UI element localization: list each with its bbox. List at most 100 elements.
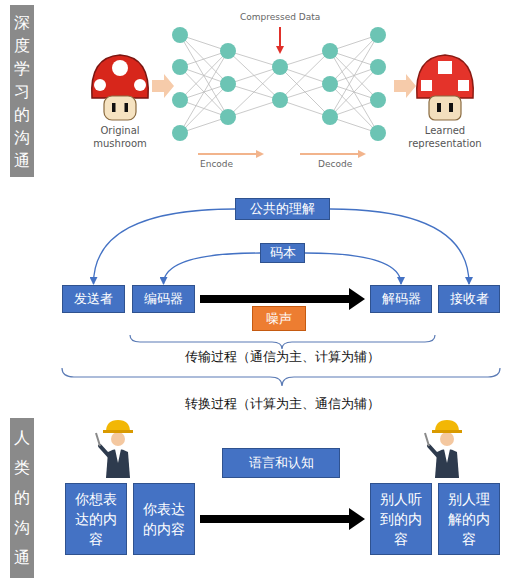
process-box: 语言和认知	[222, 448, 340, 478]
network-link	[330, 84, 378, 133]
network-neuron	[220, 76, 236, 92]
annotation-text: Encode	[200, 159, 250, 170]
flow-arrow	[200, 508, 365, 530]
flow-arrow	[300, 153, 364, 155]
brace	[130, 335, 435, 349]
section-band: 深度学习的沟通	[10, 5, 34, 177]
node-text: 解码器	[382, 290, 421, 308]
arc-connector	[330, 209, 469, 284]
node-text: 发送者	[74, 290, 113, 308]
cap-spot	[94, 79, 106, 91]
section-band: 人类的沟通	[10, 418, 34, 578]
worker-arm	[100, 446, 109, 456]
cap-spot	[458, 80, 469, 91]
worker-shirt	[444, 449, 450, 463]
process-label: 传输过程（通信为主、计算为辅）	[142, 349, 422, 365]
network-neuron	[220, 43, 236, 59]
cap-spot	[134, 79, 146, 91]
network-link	[228, 67, 280, 117]
annotation-text: Compressed Data	[240, 12, 320, 23]
process-box: 公共的理解	[235, 198, 330, 220]
worker-hat-brim	[103, 430, 133, 433]
process-box: 码本	[260, 243, 305, 263]
network-link	[180, 84, 228, 133]
network-link	[228, 51, 280, 67]
node-text: 噪声	[266, 310, 292, 328]
network-neuron	[370, 92, 386, 108]
mushroom-stem	[104, 96, 136, 120]
worker-tool	[425, 433, 429, 446]
noise-box: 噪声	[252, 306, 306, 331]
mushroom-cap	[92, 55, 149, 98]
flow-arrow	[198, 153, 262, 155]
mushroom-original	[92, 55, 149, 120]
node-text: 你表达的内容	[142, 499, 186, 539]
process-box: 解码器	[370, 285, 432, 313]
content-box: 你表达的内容	[133, 483, 195, 555]
mushroom-stem	[429, 96, 461, 120]
node-text: 码本	[270, 244, 296, 262]
cap-spot	[421, 80, 432, 91]
node-text: 深度学习的沟通	[11, 11, 33, 172]
network-link	[280, 67, 330, 117]
node-text: 接收者	[450, 290, 489, 308]
worker-figure	[96, 420, 133, 478]
mushroom-eye	[112, 103, 116, 112]
worker-hat-brim	[432, 430, 462, 433]
network-link	[228, 67, 280, 84]
worker-face	[111, 432, 125, 446]
process-box: 编码器	[132, 285, 195, 313]
flow-arrow	[394, 74, 416, 98]
network-link	[330, 51, 378, 133]
network-link	[180, 51, 228, 133]
worker-tool	[96, 433, 100, 446]
worker-face	[440, 432, 454, 446]
network-neuron	[172, 125, 188, 141]
brace	[62, 368, 500, 386]
network-neuron	[322, 76, 338, 92]
worker-body	[106, 449, 130, 478]
network-neuron	[322, 109, 338, 125]
mushroom-eye	[437, 103, 441, 112]
node-text: 别人理解的内容	[447, 489, 491, 549]
worker-figure	[425, 420, 462, 478]
arc-connector	[164, 253, 261, 284]
network-link	[180, 35, 228, 117]
content-box: 别人听到的内容	[370, 483, 432, 555]
mushroom-learned	[417, 55, 474, 120]
content-box: 别人理解的内容	[438, 483, 500, 555]
network-link	[228, 51, 280, 100]
worker-shirt	[115, 449, 121, 463]
node-text: 语言和认知	[249, 454, 314, 472]
network-neuron	[370, 27, 386, 43]
network-neuron	[172, 27, 188, 43]
annotation-text: Decode	[318, 159, 368, 170]
caption-text: Original mushroom	[85, 124, 155, 150]
worker-body	[435, 449, 459, 478]
node-text: 别人听到的内容	[379, 489, 423, 549]
network-neuron	[322, 43, 338, 59]
worker-arm	[429, 446, 438, 456]
content-box: 你想表达的内容	[65, 483, 127, 555]
network-neuron	[172, 92, 188, 108]
network-link	[330, 35, 378, 117]
process-box: 发送者	[62, 285, 125, 313]
node-text: 你想表达的内容	[74, 489, 118, 549]
network-neuron	[172, 59, 188, 75]
arc-connector	[305, 253, 401, 284]
cap-spot	[438, 61, 452, 74]
node-text: 公共的理解	[250, 200, 315, 218]
network-link	[228, 100, 280, 117]
network-neuron	[272, 59, 288, 75]
mushroom-eye	[449, 103, 453, 112]
node-text: 编码器	[144, 290, 183, 308]
network-link	[280, 51, 330, 100]
network-neuron	[370, 59, 386, 75]
pointer-arrow	[279, 27, 281, 52]
network-neuron	[272, 92, 288, 108]
node-text: 人类的沟通	[11, 423, 33, 573]
network-neuron	[370, 125, 386, 141]
process-label: 转换过程（计算为主、通信为辅）	[142, 396, 422, 412]
caption-text: Learned representation	[400, 124, 490, 150]
